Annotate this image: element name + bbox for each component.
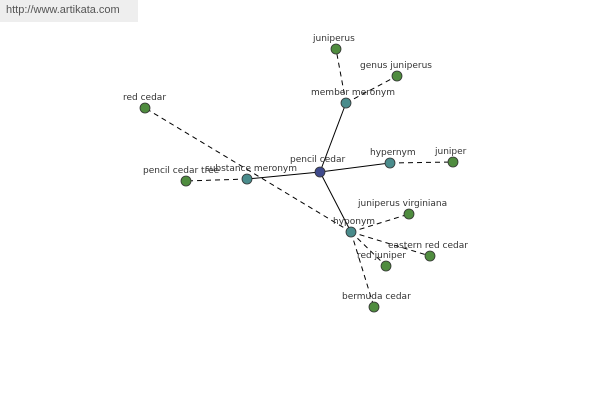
node-dot-pencil-cedar-tree[interactable] xyxy=(180,175,192,187)
edge-pencil-cedar-to-member-meronym xyxy=(319,102,347,173)
node-dot-hyponym[interactable] xyxy=(345,226,357,238)
node-red-juniper[interactable]: red juniper xyxy=(357,251,406,272)
node-hyponym[interactable]: hyponym xyxy=(333,217,375,238)
node-label-eastern-red-cedar[interactable]: eastern red cedar xyxy=(388,241,468,251)
node-dot-juniperus-virginiana[interactable] xyxy=(403,208,415,220)
node-label-pencil-cedar[interactable]: pencil cedar xyxy=(290,155,345,165)
edge-hyponym-to-eastern-red-cedar xyxy=(350,231,431,257)
edge-hyponym-to-red-juniper xyxy=(350,231,387,267)
node-label-red-juniper[interactable]: red juniper xyxy=(357,251,406,261)
node-label-bermuda-cedar[interactable]: bermuda cedar xyxy=(342,292,411,302)
node-dot-juniper[interactable] xyxy=(447,156,459,168)
node-dot-substance-meronym[interactable] xyxy=(241,173,253,185)
edge-pencil-cedar-to-hypernym xyxy=(319,162,391,173)
node-dot-red-juniper[interactable] xyxy=(380,260,392,272)
node-hypernym[interactable]: hypernym xyxy=(370,148,416,169)
node-label-substance-meronym[interactable]: substance meronym xyxy=(205,164,297,174)
edge-pencil-cedar-to-hyponym xyxy=(319,171,352,233)
node-dot-member-meronym[interactable] xyxy=(340,97,352,109)
node-label-juniperus-virginiana[interactable]: juniperus virginiana xyxy=(357,199,447,209)
node-label-juniper[interactable]: juniper xyxy=(434,147,467,157)
node-dot-bermuda-cedar[interactable] xyxy=(368,301,380,313)
node-dot-genus-juniperus[interactable] xyxy=(391,70,403,82)
edge-hyponym-to-red-cedar xyxy=(144,107,352,233)
node-label-juniperus[interactable]: juniperus xyxy=(312,34,355,44)
node-dot-eastern-red-cedar[interactable] xyxy=(424,250,436,262)
node-pencil-cedar[interactable]: pencil cedar xyxy=(290,155,345,178)
node-dot-red-cedar[interactable] xyxy=(139,102,151,114)
node-label-member-meronym[interactable]: member meronym xyxy=(311,88,395,98)
node-label-hyponym[interactable]: hyponym xyxy=(333,217,375,227)
node-label-genus-juniperus[interactable]: genus juniperus xyxy=(360,61,432,71)
edge-member-meronym-to-juniperus xyxy=(335,48,347,104)
node-juniperus[interactable]: juniperus xyxy=(312,34,355,55)
node-bermuda-cedar[interactable]: bermuda cedar xyxy=(342,292,411,313)
node-genus-juniperus[interactable]: genus juniperus xyxy=(360,61,432,82)
edge-member-meronym-to-genus-juniperus xyxy=(345,75,398,104)
node-label-pencil-cedar-tree[interactable]: pencil cedar tree xyxy=(143,166,220,176)
node-label-red-cedar[interactable]: red cedar xyxy=(123,93,166,103)
node-dot-juniperus[interactable] xyxy=(330,43,342,55)
node-juniper[interactable]: juniper xyxy=(434,147,467,168)
node-member-meronym[interactable]: member meronym xyxy=(311,88,395,109)
edge-substance-meronym-to-pencil-cedar-tree xyxy=(185,178,248,182)
node-juniperus-virginiana[interactable]: juniperus virginiana xyxy=(357,199,447,220)
node-label-hypernym[interactable]: hypernym xyxy=(370,148,416,158)
edge-hypernym-to-juniper xyxy=(389,161,454,164)
node-eastern-red-cedar[interactable]: eastern red cedar xyxy=(388,241,468,262)
edge-hyponym-to-bermuda-cedar xyxy=(350,231,375,308)
node-substance-meronym[interactable]: substance meronym xyxy=(205,164,297,185)
edge-hyponym-to-juniperus-virginiana xyxy=(350,213,410,233)
graph-edges xyxy=(144,48,454,308)
node-dot-pencil-cedar[interactable] xyxy=(314,166,326,178)
node-dot-hypernym[interactable] xyxy=(384,157,396,169)
node-pencil-cedar-tree[interactable]: pencil cedar tree xyxy=(143,166,220,187)
graph-nodes: pencil cedar member meronym hypernym substa… xyxy=(123,34,468,313)
edge-pencil-cedar-to-substance-meronym xyxy=(246,171,321,180)
node-red-cedar[interactable]: red cedar xyxy=(123,93,166,114)
site-url[interactable]: http://www.artikata.com xyxy=(0,0,138,22)
